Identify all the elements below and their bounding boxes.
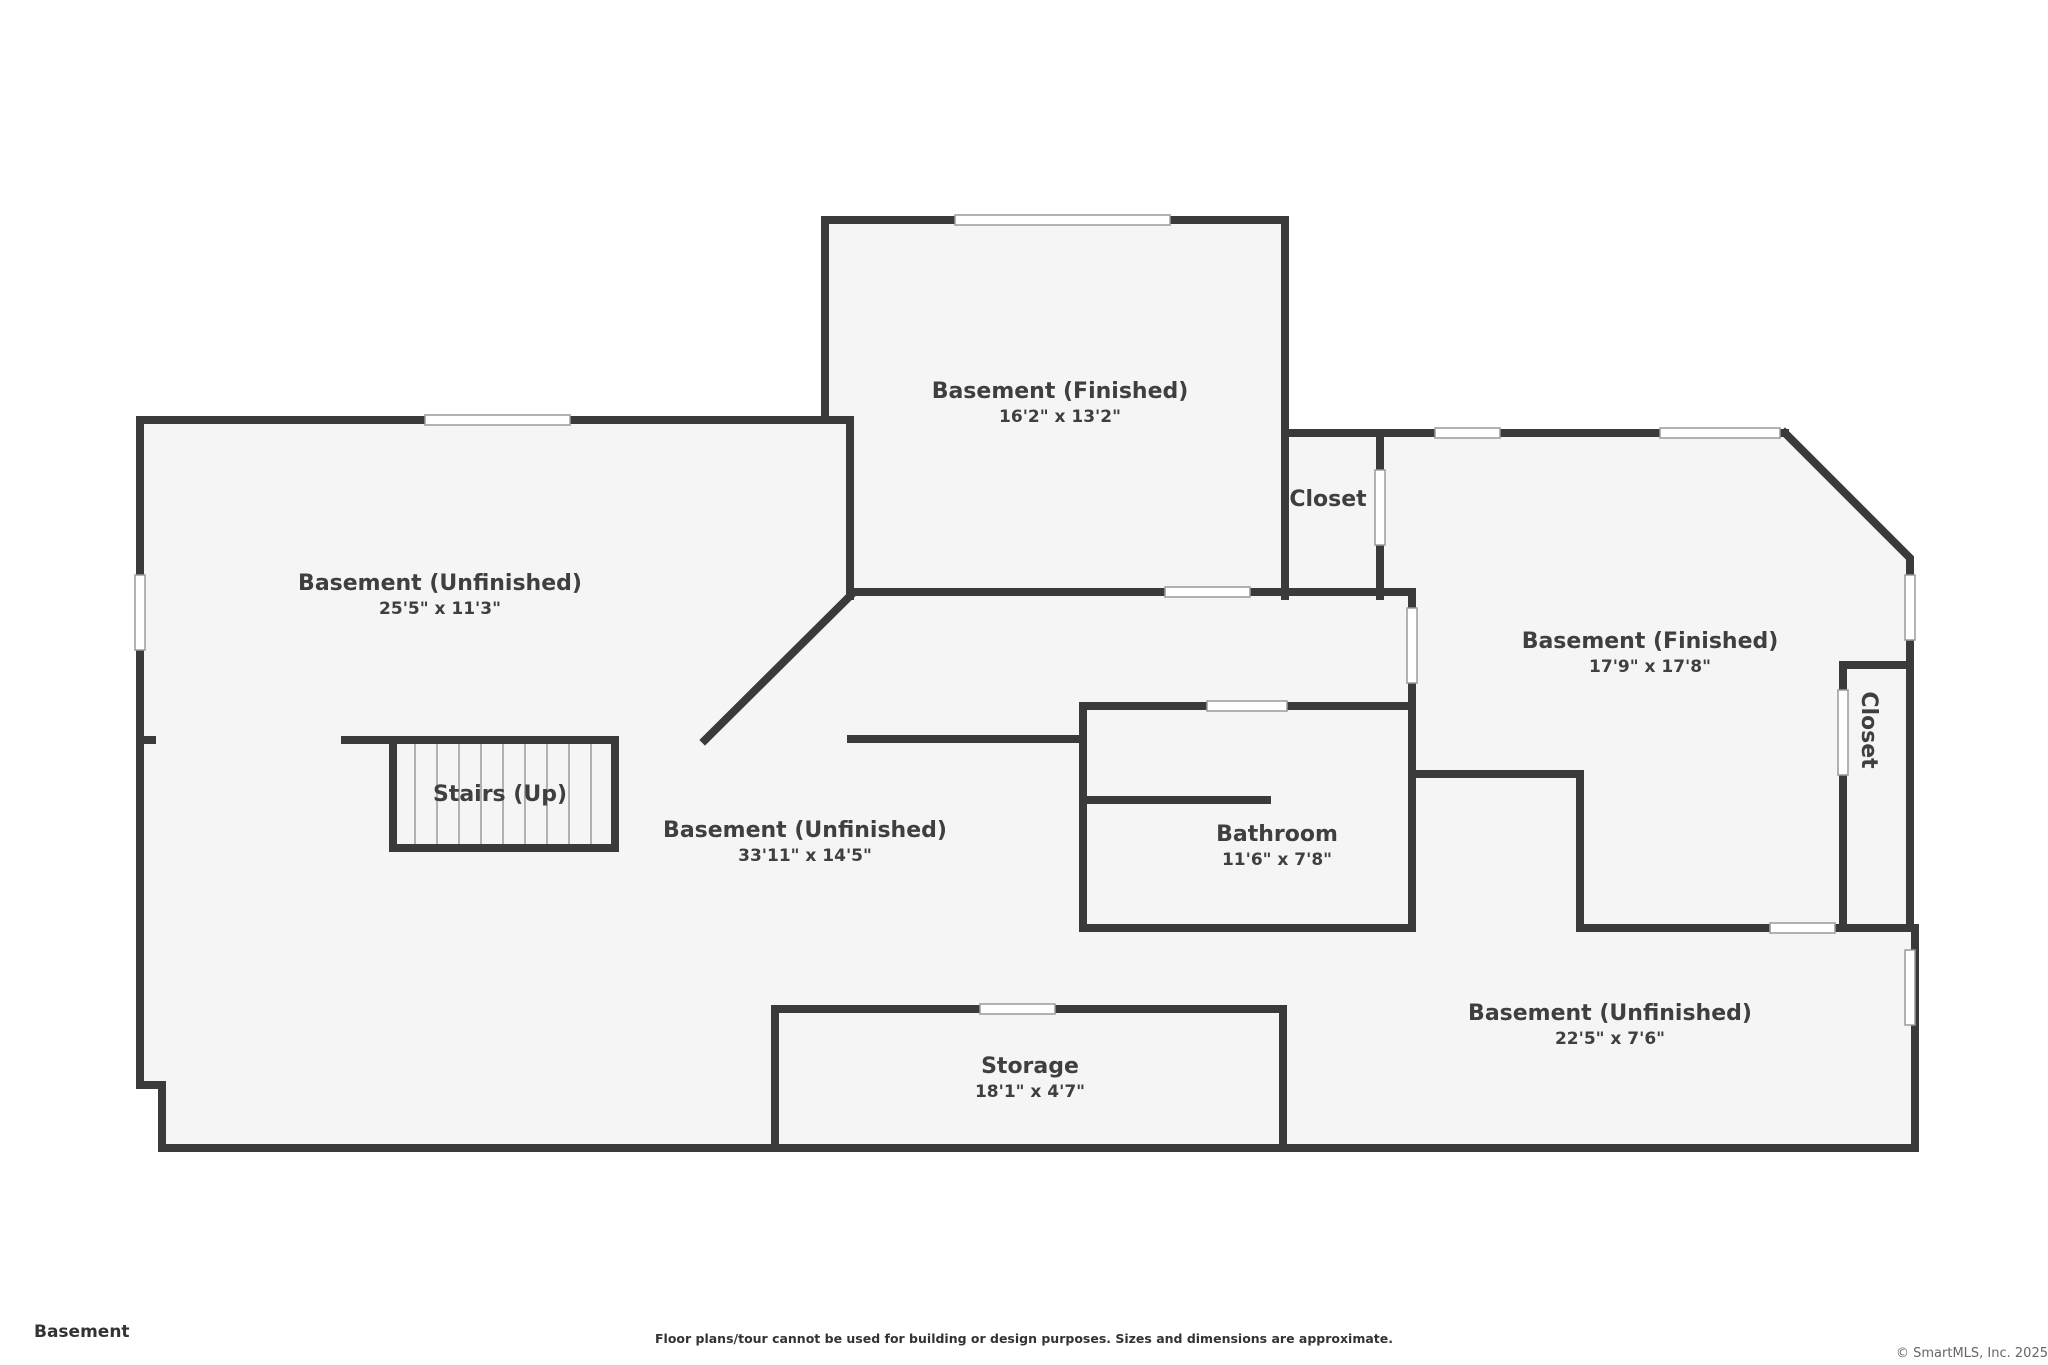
room-name: Bathroom [1216,822,1338,847]
room-name: Basement (Unfinished) [1468,1001,1752,1026]
room-dimensions: 18'1" x 4'7" [975,1082,1085,1102]
room-bathroom: Bathroom 11'6" x 7'8" [1216,822,1338,870]
room-name: Closet [1856,691,1881,769]
room-basement-unfinished-southeast: Basement (Unfinished) 22'5" x 7'6" [1468,1001,1752,1049]
room-dimensions: 16'2" x 13'2" [999,407,1121,427]
floor-label: Basement [34,1322,130,1342]
room-name: Closet [1289,487,1367,512]
room-closet-north: Closet [1289,487,1367,512]
room-closet-east: Closet [1856,691,1881,769]
room-name: Basement (Unfinished) [663,818,947,843]
stair-treads [414,744,592,844]
room-name: Basement (Finished) [932,379,1189,404]
room-name: Basement (Finished) [1522,629,1779,654]
room-stairs: Stairs (Up) [433,782,567,807]
windows [134,214,1916,1026]
disclaimer-text: Floor plans/tour cannot be used for buil… [655,1331,1393,1346]
room-dimensions: 33'11" x 14'5" [738,846,872,866]
room-dimensions: 11'6" x 7'8" [1222,850,1332,870]
copyright-text: © SmartMLS, Inc. 2025 [1895,1346,2048,1361]
room-basement-finished-east: Basement (Finished) 17'9" x 17'8" [1522,629,1779,677]
room-dimensions: 17'9" x 17'8" [1589,657,1711,677]
room-basement-unfinished-center: Basement (Unfinished) 33'11" x 14'5" [663,818,947,866]
room-name: Storage [981,1054,1079,1079]
room-basement-unfinished-west: Basement (Unfinished) 25'5" x 11'3" [298,571,582,619]
room-storage: Storage 18'1" x 4'7" [975,1054,1085,1102]
room-name: Stairs (Up) [433,782,567,807]
room-dimensions: 22'5" x 7'6" [1555,1029,1665,1049]
room-name: Basement (Unfinished) [298,571,582,596]
floor-area [140,220,1915,1148]
room-dimensions: 25'5" x 11'3" [379,599,501,619]
room-basement-finished-north: Basement (Finished) 16'2" x 13'2" [932,379,1189,427]
